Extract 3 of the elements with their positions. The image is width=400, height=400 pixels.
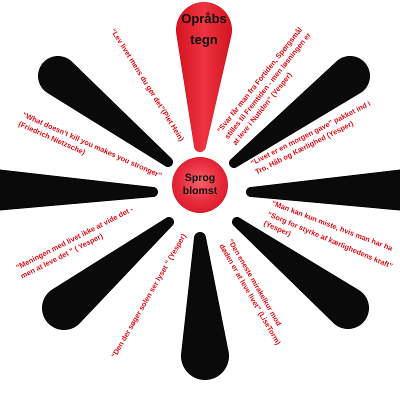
node-label: Sprog blomst <box>182 172 218 198</box>
center-circle <box>172 157 228 213</box>
node-label: Opråbs tegn <box>180 10 228 49</box>
